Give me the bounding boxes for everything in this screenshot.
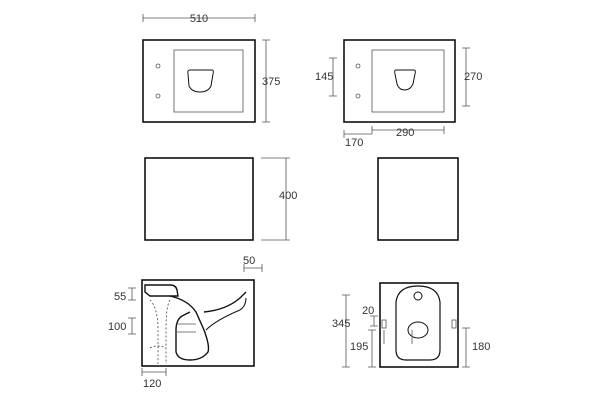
dim-outlet-55: 55 <box>114 291 126 303</box>
plan-view-right: 145 270 170 290 <box>315 39 482 149</box>
dim-height: 400 <box>279 190 297 202</box>
dim-rear-20: 20 <box>362 305 374 317</box>
dim-rear-195: 195 <box>350 341 368 353</box>
dim-rear-180: 180 <box>472 341 490 353</box>
dim-top-right-hole: 145 <box>315 71 333 83</box>
dim-outlet-top: 50 <box>243 255 255 267</box>
dim-top-right-depth: 270 <box>464 71 482 83</box>
dim-bottom-span: 290 <box>396 127 414 139</box>
dim-bottom-left-offset: 170 <box>345 137 363 149</box>
rear-view: 345 20 195 180 <box>332 282 490 368</box>
dim-top-depth: 375 <box>262 76 280 88</box>
section-view: 50 55 100 120 <box>108 255 263 390</box>
side-view <box>377 157 459 241</box>
dim-outlet-100: 100 <box>108 321 126 333</box>
front-view: 400 <box>144 157 297 241</box>
dim-top-width: 510 <box>190 13 208 25</box>
plan-view-left: 510 375 <box>142 13 280 123</box>
dim-outlet-120: 120 <box>143 378 161 390</box>
dim-rear-345: 345 <box>332 318 350 330</box>
